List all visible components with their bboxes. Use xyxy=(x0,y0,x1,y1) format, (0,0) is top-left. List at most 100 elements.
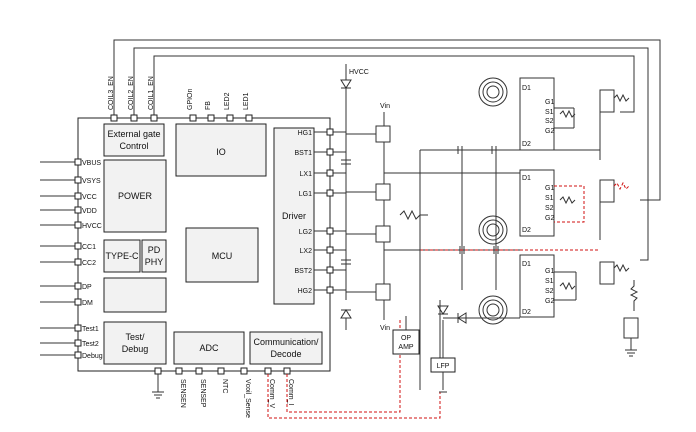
pin-hg1: HG1 xyxy=(298,130,313,137)
pd-phy-block xyxy=(141,239,167,273)
pin-test1: Test1 xyxy=(82,326,99,333)
pin-vcc: VCC xyxy=(82,194,97,201)
lfp-block: LFP xyxy=(430,320,456,393)
pin-gpion: GPIOn xyxy=(187,88,194,110)
pin-debug: Debug xyxy=(82,353,103,360)
external-gate-label-2: Control xyxy=(119,141,148,151)
envelope-diodes xyxy=(437,305,520,324)
pin-vbus: VBUS xyxy=(82,160,101,167)
pin-comm-i: Comm_I xyxy=(287,379,294,406)
sw3-g1: G1 xyxy=(545,268,554,275)
right-pins: HG1 BST1 LX1 LG1 LG2 LX2 BST2 HG2 xyxy=(294,128,346,295)
coil-switch-2: D1 G1 S1 S2 G2 D2 xyxy=(519,169,585,237)
io-label: IO xyxy=(216,147,226,157)
sw3-s2: S2 xyxy=(545,288,554,295)
test-debug-block xyxy=(103,321,167,365)
comm-decode-block xyxy=(249,331,323,365)
pin-hg2: HG2 xyxy=(298,288,313,295)
resonant-network xyxy=(419,146,600,390)
comm-label-1: Communication/ xyxy=(253,337,319,347)
sw1-d2: D2 xyxy=(522,141,531,148)
mcu-label: MCU xyxy=(212,251,233,261)
coil-2 xyxy=(478,215,508,245)
comm-label-2: Decode xyxy=(270,349,301,359)
external-gate-label-1: External gate xyxy=(107,129,160,139)
sw3-d2: D2 xyxy=(522,309,531,316)
pin-coil3-en: COIL3_EN xyxy=(108,76,115,110)
pin-dm: DM xyxy=(82,300,93,307)
sw2-g2: G2 xyxy=(545,215,554,222)
h-bridge: Vin Vin xyxy=(346,103,520,332)
pin-lg2: LG2 xyxy=(299,229,312,236)
sw3-s1: S1 xyxy=(545,278,554,285)
pin-comm-v: Comm_V xyxy=(268,379,275,409)
type-c-block xyxy=(103,239,141,273)
sw2-s2: S2 xyxy=(545,205,554,212)
op-amp-label-2: AMP xyxy=(398,344,414,351)
pin-cc1: CC1 xyxy=(82,244,96,251)
test-label: Test/ xyxy=(125,332,145,342)
pin-bst1: BST1 xyxy=(294,150,312,157)
type-c-label: TYPE-C xyxy=(105,251,139,261)
pin-hvcc: HVCC xyxy=(82,223,102,230)
pin-led1: LED1 xyxy=(243,92,250,110)
power-block xyxy=(103,159,167,233)
pin-coil1-en: COIL1_EN xyxy=(148,76,155,110)
sw2-g1: G1 xyxy=(545,185,554,192)
lfp-label: LFP xyxy=(437,363,450,370)
coil-gate-drivers xyxy=(599,89,639,357)
driver-label: Driver xyxy=(282,211,306,221)
op-amp-block: OP AMP xyxy=(392,316,420,355)
pin-ntc: NTC xyxy=(221,379,228,393)
pin-lx1: LX1 xyxy=(300,171,313,178)
adc-block xyxy=(173,331,245,365)
pin-led2: LED2 xyxy=(224,92,231,110)
pin-sensep: SENSEP xyxy=(199,379,206,408)
sw3-g2: G2 xyxy=(545,298,554,305)
coil-3 xyxy=(478,295,508,325)
pin-sensen: SENSEN xyxy=(179,379,186,408)
vin-bottom-label: Vin xyxy=(380,325,390,332)
op-amp-label-1: OP xyxy=(401,335,411,342)
pin-vcoil-sense: Vcoil_Sense xyxy=(244,379,251,418)
hvcc-supply: HVCC xyxy=(340,64,369,330)
mcu-block xyxy=(185,227,259,283)
pin-dp: DP xyxy=(82,284,92,291)
pd-label: PD xyxy=(148,245,161,255)
coil-switch-1: D1 G1 S1 S2 G2 D2 xyxy=(519,77,576,151)
hvcc-label: HVCC xyxy=(349,69,369,76)
sw1-g1: G1 xyxy=(545,99,554,106)
sw2-s1: S1 xyxy=(545,195,554,202)
pin-test2: Test2 xyxy=(82,341,99,348)
usb-data-block xyxy=(103,277,167,313)
io-block xyxy=(175,123,267,177)
driver-block xyxy=(273,127,315,305)
pin-vdd: VDD xyxy=(82,208,97,215)
coil-switch-3: D1 G1 S1 S2 G2 D2 xyxy=(519,254,577,318)
sw1-d1: D1 xyxy=(522,85,531,92)
external-gate-control-block xyxy=(103,123,165,157)
coil-1 xyxy=(478,77,508,107)
bottom-pins: SENSEN SENSEP NTC Vcoil_Sense Comm_V Com… xyxy=(152,320,441,419)
pin-lx2: LX2 xyxy=(300,248,313,255)
sw2-d2: D2 xyxy=(522,227,531,234)
power-label: POWER xyxy=(118,191,153,201)
pin-lg1: LG1 xyxy=(299,191,312,198)
sw2-d1: D1 xyxy=(522,175,531,182)
pin-vsys: VSYS xyxy=(82,178,101,185)
sw1-s1: S1 xyxy=(545,109,554,116)
vin-top-label: Vin xyxy=(380,103,390,110)
pin-fb: FB xyxy=(205,101,212,110)
adc-label: ADC xyxy=(199,343,219,353)
pin-coil2-en: COIL2_EN xyxy=(128,76,135,110)
pin-cc2: CC2 xyxy=(82,260,96,267)
sw1-s2: S2 xyxy=(545,118,554,125)
debug-label: Debug xyxy=(122,344,149,354)
phy-label: PHY xyxy=(145,257,164,267)
pin-bst2: BST2 xyxy=(294,268,312,275)
sw1-g2: G2 xyxy=(545,128,554,135)
left-pins: VBUS VSYS VCC VDD HVCC CC1 CC2 DP DM Tes… xyxy=(40,158,103,360)
sw3-d1: D1 xyxy=(522,261,531,268)
top-pins: COIL3_EN COIL2_EN COIL1_EN GPIOn FB LED2… xyxy=(108,39,661,261)
